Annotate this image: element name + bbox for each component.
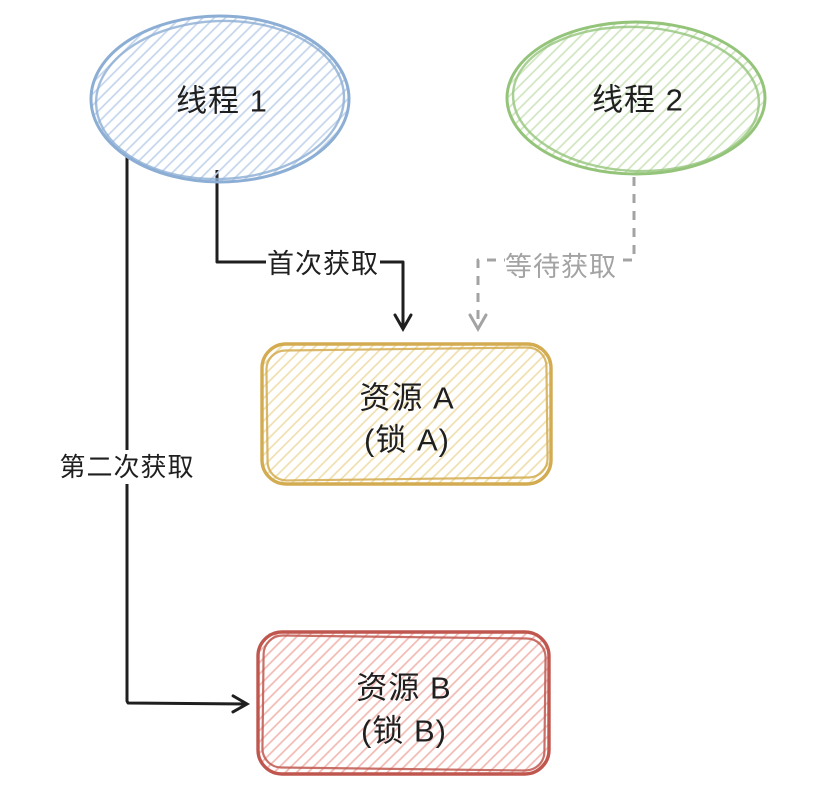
thread2-ellipse xyxy=(505,20,767,176)
thread2-ellipse-sketch xyxy=(511,25,761,173)
edge-labels: 首次获取 等待获取 第二次获取 xyxy=(58,245,617,484)
resource-b-label-line1: 资源 B xyxy=(356,671,451,706)
edge-second-acquire-line xyxy=(125,157,251,714)
resource-b-box xyxy=(256,630,551,776)
node-thread2: 线程 2 xyxy=(505,20,767,176)
node-resource-b: 资源 B (锁 B) xyxy=(256,630,551,776)
resource-a-box-sketch xyxy=(265,346,549,482)
resource-b-box-sketch xyxy=(261,634,547,772)
resource-a-box xyxy=(260,342,553,486)
thread1-label: 线程 1 xyxy=(176,84,268,119)
wait-acquire-label-bg xyxy=(505,249,615,285)
thread1-ellipse xyxy=(89,14,351,184)
wait-acquire-label: 等待获取 xyxy=(505,252,617,282)
resource-b-label-line2: (锁 B) xyxy=(361,714,447,749)
second-acquire-label: 第二次获取 xyxy=(59,452,194,482)
first-acquire-label-bg xyxy=(266,245,380,281)
resource-a-label-line1: 资源 A xyxy=(359,381,454,416)
node-thread1: 线程 1 xyxy=(89,14,351,184)
resource-a-label-line2: (锁 A) xyxy=(364,423,450,458)
node-resource-a: 资源 A (锁 A) xyxy=(260,342,553,486)
thread1-ellipse-sketch xyxy=(94,19,346,181)
edge-second-acquire xyxy=(125,157,251,714)
second-acquire-label-bg xyxy=(58,450,196,484)
first-acquire-label: 首次获取 xyxy=(267,249,379,279)
thread2-label: 线程 2 xyxy=(592,83,684,118)
